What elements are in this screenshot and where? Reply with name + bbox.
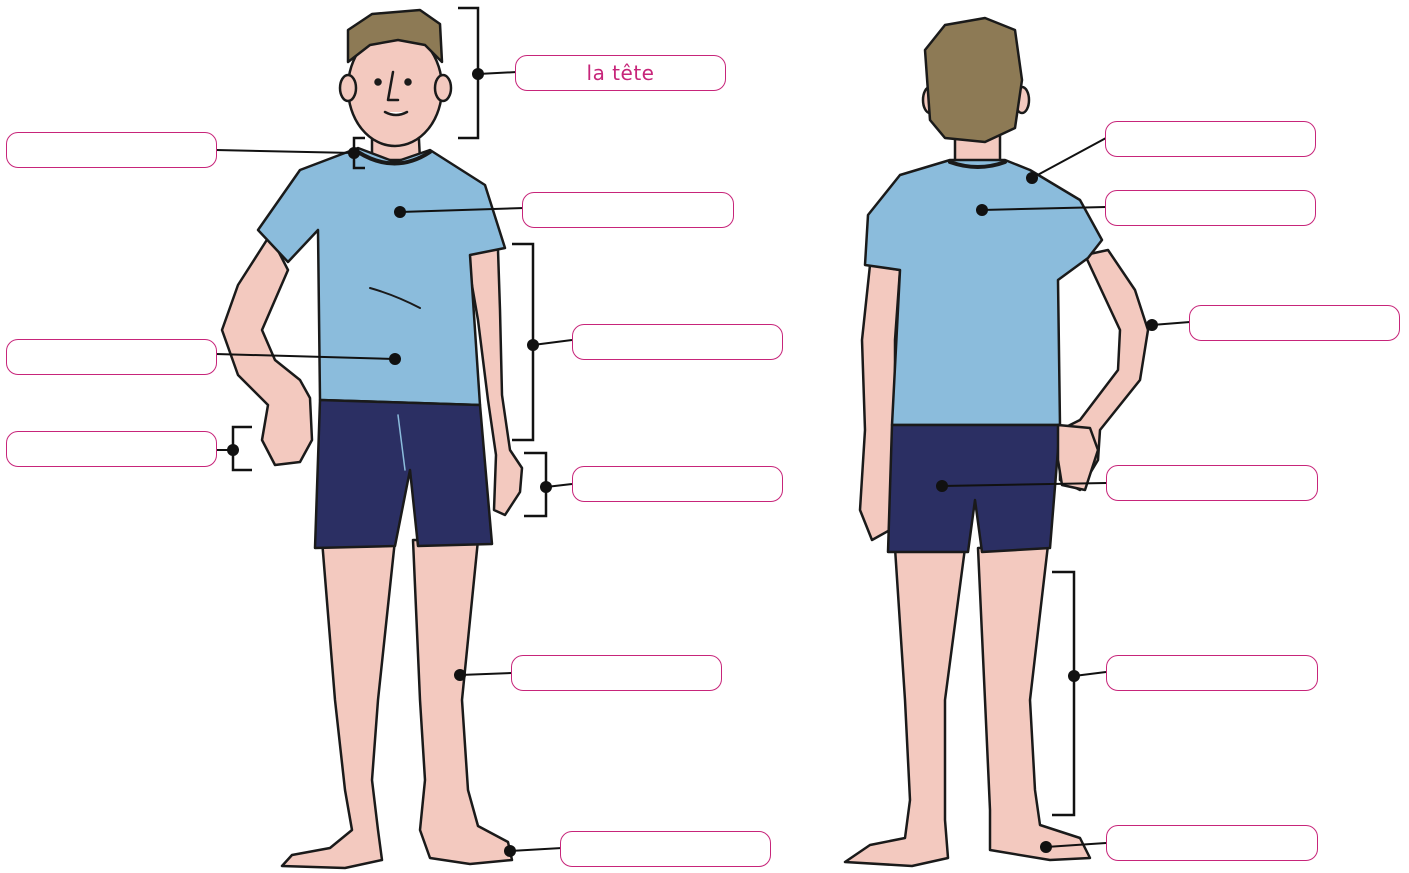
back-hair (925, 18, 1022, 142)
label-box-back-elbow[interactable] (1189, 305, 1400, 341)
bracket-fingers (524, 453, 546, 516)
label-box-back-shoulder[interactable] (1105, 121, 1316, 157)
label-box-front-foot[interactable] (560, 831, 771, 867)
front-shirt (258, 148, 505, 405)
back-leg-right (845, 548, 965, 866)
label-box-front-belly[interactable] (6, 339, 217, 375)
bracket-head (458, 8, 478, 138)
bracket-back-leg (1052, 572, 1074, 815)
label-box-front-knee[interactable] (511, 655, 722, 691)
label-box-front-hand[interactable] (6, 431, 217, 467)
back-hand (1058, 425, 1098, 490)
label-box-front-fingers[interactable] (572, 466, 783, 502)
back-shorts (888, 425, 1060, 552)
back-shirt (865, 160, 1102, 425)
bracket-hand (233, 427, 252, 470)
label-box-back-leg[interactable] (1106, 655, 1318, 691)
front-shorts (315, 400, 492, 548)
front-arm-right (222, 235, 312, 465)
label-box-front-arm[interactable] (572, 324, 783, 360)
front-leg-right (282, 540, 395, 868)
label-box-back-buttocks[interactable] (1106, 465, 1318, 501)
back-figure (845, 18, 1148, 866)
bracket-arm (512, 244, 533, 440)
label-text-front-head: la tête (587, 61, 655, 85)
label-box-back-back[interactable] (1105, 190, 1316, 226)
label-box-front-head[interactable]: la tête (515, 55, 726, 91)
label-box-back-heel[interactable] (1106, 825, 1318, 861)
label-box-front-neck[interactable] (6, 132, 217, 168)
label-box-front-chest[interactable] (522, 192, 734, 228)
front-leg-left (413, 540, 512, 864)
